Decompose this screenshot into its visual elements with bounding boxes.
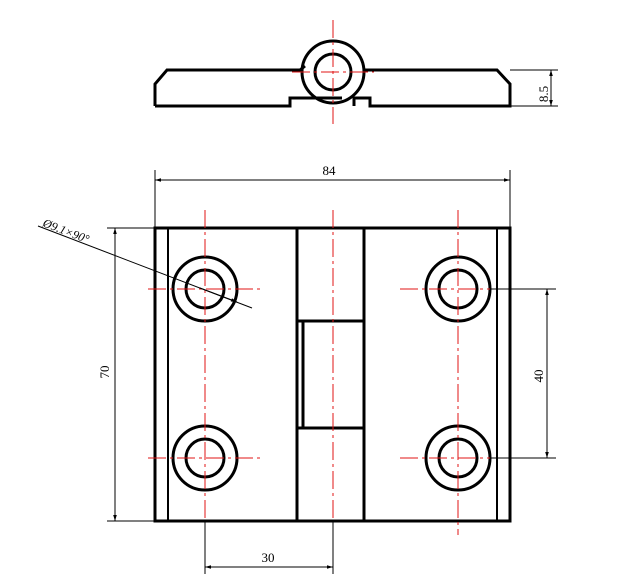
side-view: 8.5 (153, 20, 558, 124)
knuckle-division (295, 228, 366, 521)
hole-pitch-label: 40 (531, 370, 546, 383)
dimension-overall-width: 84 (154, 163, 511, 228)
dimension-overall-height: 70 (97, 227, 155, 522)
countersink-leader-arrow (199, 287, 238, 303)
hole-offset-label: 30 (262, 550, 275, 565)
overall-width-label: 84 (323, 163, 337, 178)
countersink-note: Ø9.1×90° (40, 215, 91, 246)
dimension-hole-pitch: 40 (490, 288, 556, 459)
front-view (148, 210, 516, 535)
overall-height-label: 70 (97, 366, 112, 379)
thickness-dimension-label: 8.5 (536, 86, 551, 102)
dimension-hole-offset: 30 (204, 521, 334, 574)
